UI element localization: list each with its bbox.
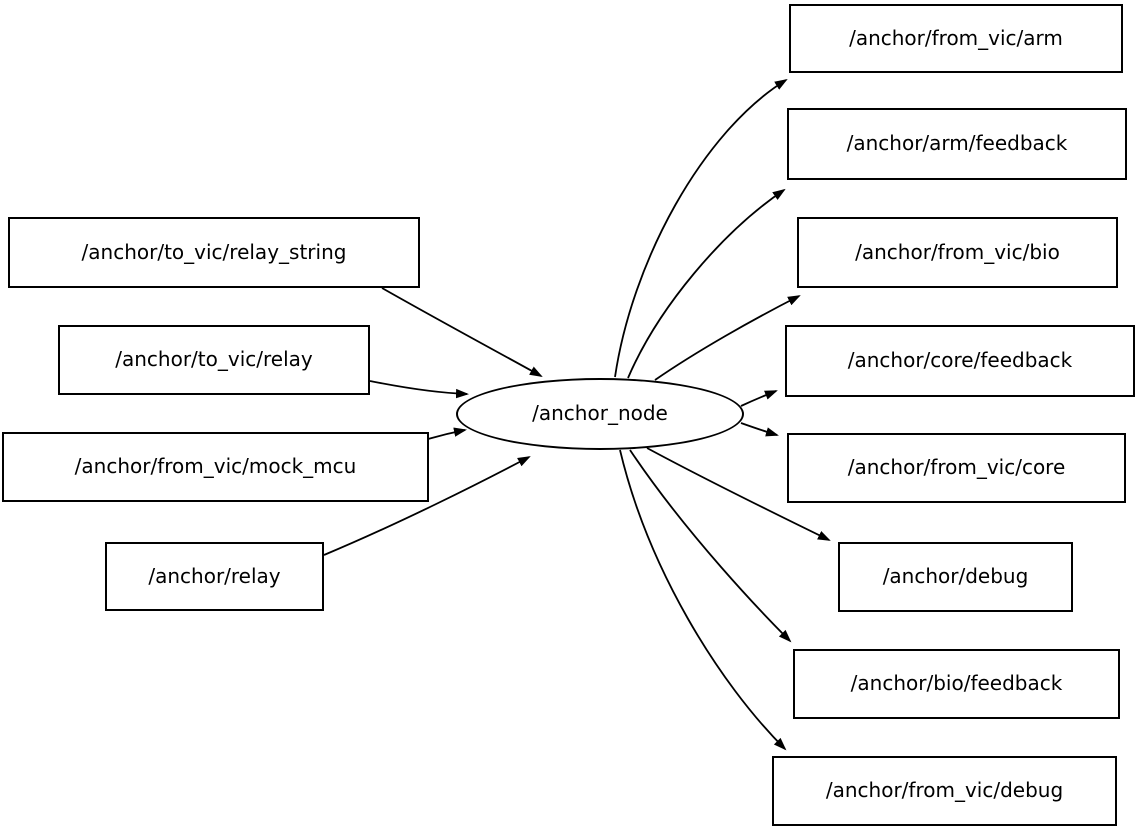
edge-node-to-bio-feedback <box>629 449 792 643</box>
topic-box-to-vic-relay: /anchor/to_vic/relay <box>58 325 370 395</box>
topic-box-from-vic-bio: /anchor/from_vic/bio <box>797 217 1118 288</box>
topic-box-core-feedback: /anchor/core/feedback <box>785 325 1135 397</box>
topic-label: /anchor/to_vic/relay <box>115 347 313 371</box>
edge-from-vic-mock-mcu-to-node <box>427 427 467 440</box>
topic-label: /anchor/from_vic/bio <box>855 239 1060 264</box>
topic-box-from-vic-core: /anchor/from_vic/core <box>787 433 1126 503</box>
topic-box-debug: /anchor/debug <box>838 542 1073 612</box>
topic-label: /anchor/arm/feedback <box>846 131 1068 155</box>
edge-node-to-from-vic-arm <box>614 78 788 378</box>
topic-label: /anchor/from_vic/debug <box>825 778 1064 802</box>
topic-label: /anchor/core/feedback <box>847 348 1073 372</box>
topic-box-from-vic-mock-mcu: /anchor/from_vic/mock_mcu <box>2 432 429 502</box>
topic-box-bio-feedback: /anchor/bio/feedback <box>793 649 1120 719</box>
edge-node-to-from-vic-core <box>740 422 779 437</box>
topic-box-to-vic-relay-string: /anchor/to_vic/relay_string <box>8 217 420 288</box>
topic-box-from-vic-debug: /anchor/from_vic/debug <box>772 756 1117 826</box>
topic-box-from-vic-arm: /anchor/from_vic/arm <box>789 4 1123 73</box>
edge-node-to-from-vic-debug <box>619 449 787 751</box>
edge-to-vic-relay-to-node <box>369 380 469 399</box>
edge-to-vic-relay-string-to-node <box>381 287 543 377</box>
topic-box-relay: /anchor/relay <box>105 542 324 611</box>
edge-node-to-core-feedback <box>740 390 778 407</box>
topic-label: /anchor/to_vic/relay_string <box>81 239 347 264</box>
node-label: /anchor_node <box>532 401 668 425</box>
topic-box-arm-feedback: /anchor/arm/feedback <box>787 108 1127 180</box>
topic-label: /anchor/debug <box>882 564 1029 588</box>
topic-label: /anchor/from_vic/arm <box>849 25 1063 50</box>
edge-node-to-arm-feedback <box>627 188 786 379</box>
topic-label: /anchor/from_vic/mock_mcu <box>74 454 357 478</box>
topic-label: /anchor/from_vic/core <box>847 455 1066 479</box>
topic-label: /anchor/relay <box>148 563 281 588</box>
anchor-node-ellipse: /anchor_node <box>456 378 744 450</box>
topic-label: /anchor/bio/feedback <box>850 671 1063 695</box>
edge-node-to-from-vic-bio <box>654 295 801 381</box>
